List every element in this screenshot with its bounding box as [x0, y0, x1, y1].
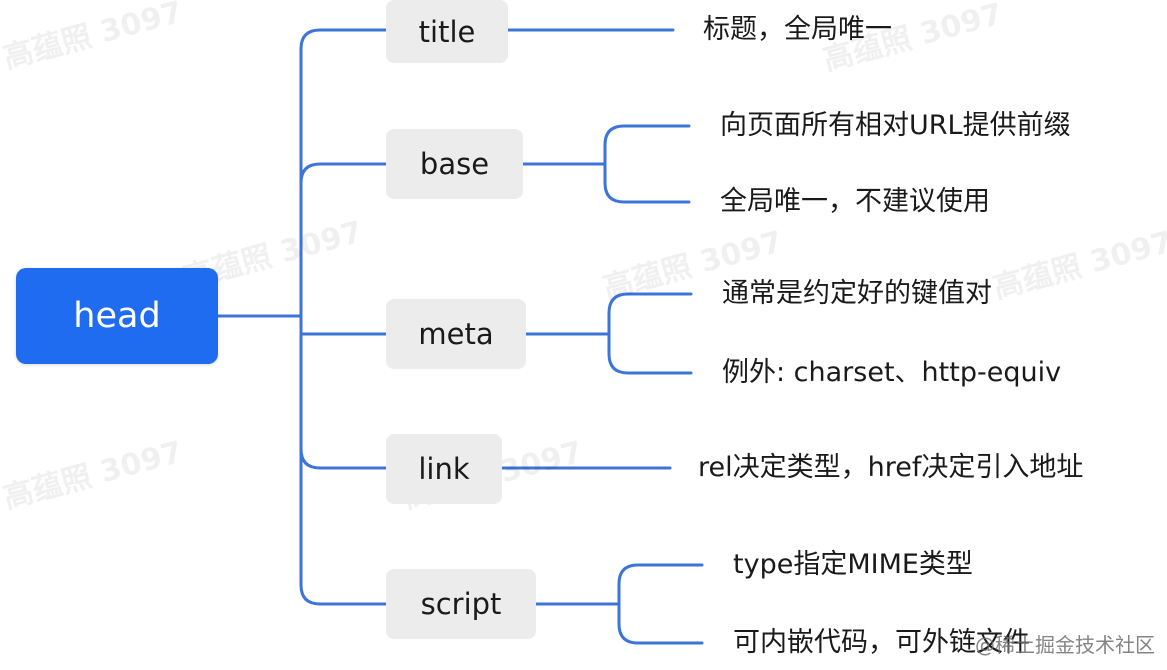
branch-label: meta [418, 317, 494, 351]
branch-node-title: title [386, 0, 508, 63]
connector-meta-leaf-2 [607, 332, 693, 375]
source-attribution: @稀土掘金技术社区 [975, 633, 1155, 657]
connector-title [299, 28, 388, 318]
leaf-link-1: rel决定类型，href决定引入地址 [698, 452, 1084, 483]
connector-meta-leaf-1 [607, 292, 693, 336]
root-node-label: head [73, 296, 161, 336]
connector-base [299, 162, 388, 185]
connector-script-leaf-1 [617, 563, 704, 606]
branch-node-script: script [386, 569, 536, 639]
connector-base-leaf-2 [603, 162, 691, 204]
leaf-script-2: 可内嵌代码，可外链文件 [733, 627, 1030, 658]
root-node-head: head [16, 268, 218, 364]
connector-base-leaf-1 [603, 124, 691, 166]
branch-label: base [419, 147, 490, 181]
leaf-meta-2: 例外: charset、http-equiv [722, 357, 1062, 388]
leaf-script-1: type指定MIME类型 [733, 549, 973, 580]
branch-label: link [418, 452, 470, 486]
connector-script [299, 447, 388, 606]
branch-label: title [418, 14, 476, 49]
leaf-base-2: 全局唯一，不建议使用 [720, 186, 990, 217]
connector-meta [299, 314, 388, 336]
connector-script-leaf-2 [617, 602, 704, 645]
leaf-meta-1: 通常是约定好的键值对 [722, 278, 992, 309]
connector-link [299, 314, 388, 470]
branch-label: script [420, 587, 502, 621]
leaf-base-1: 向页面所有相对URL提供前缀 [720, 110, 1071, 141]
branch-node-meta: meta [386, 299, 526, 369]
leaf-title-1: 标题，全局唯一 [703, 14, 892, 45]
branch-node-link: link [386, 434, 502, 504]
branch-node-base: base [386, 129, 523, 199]
